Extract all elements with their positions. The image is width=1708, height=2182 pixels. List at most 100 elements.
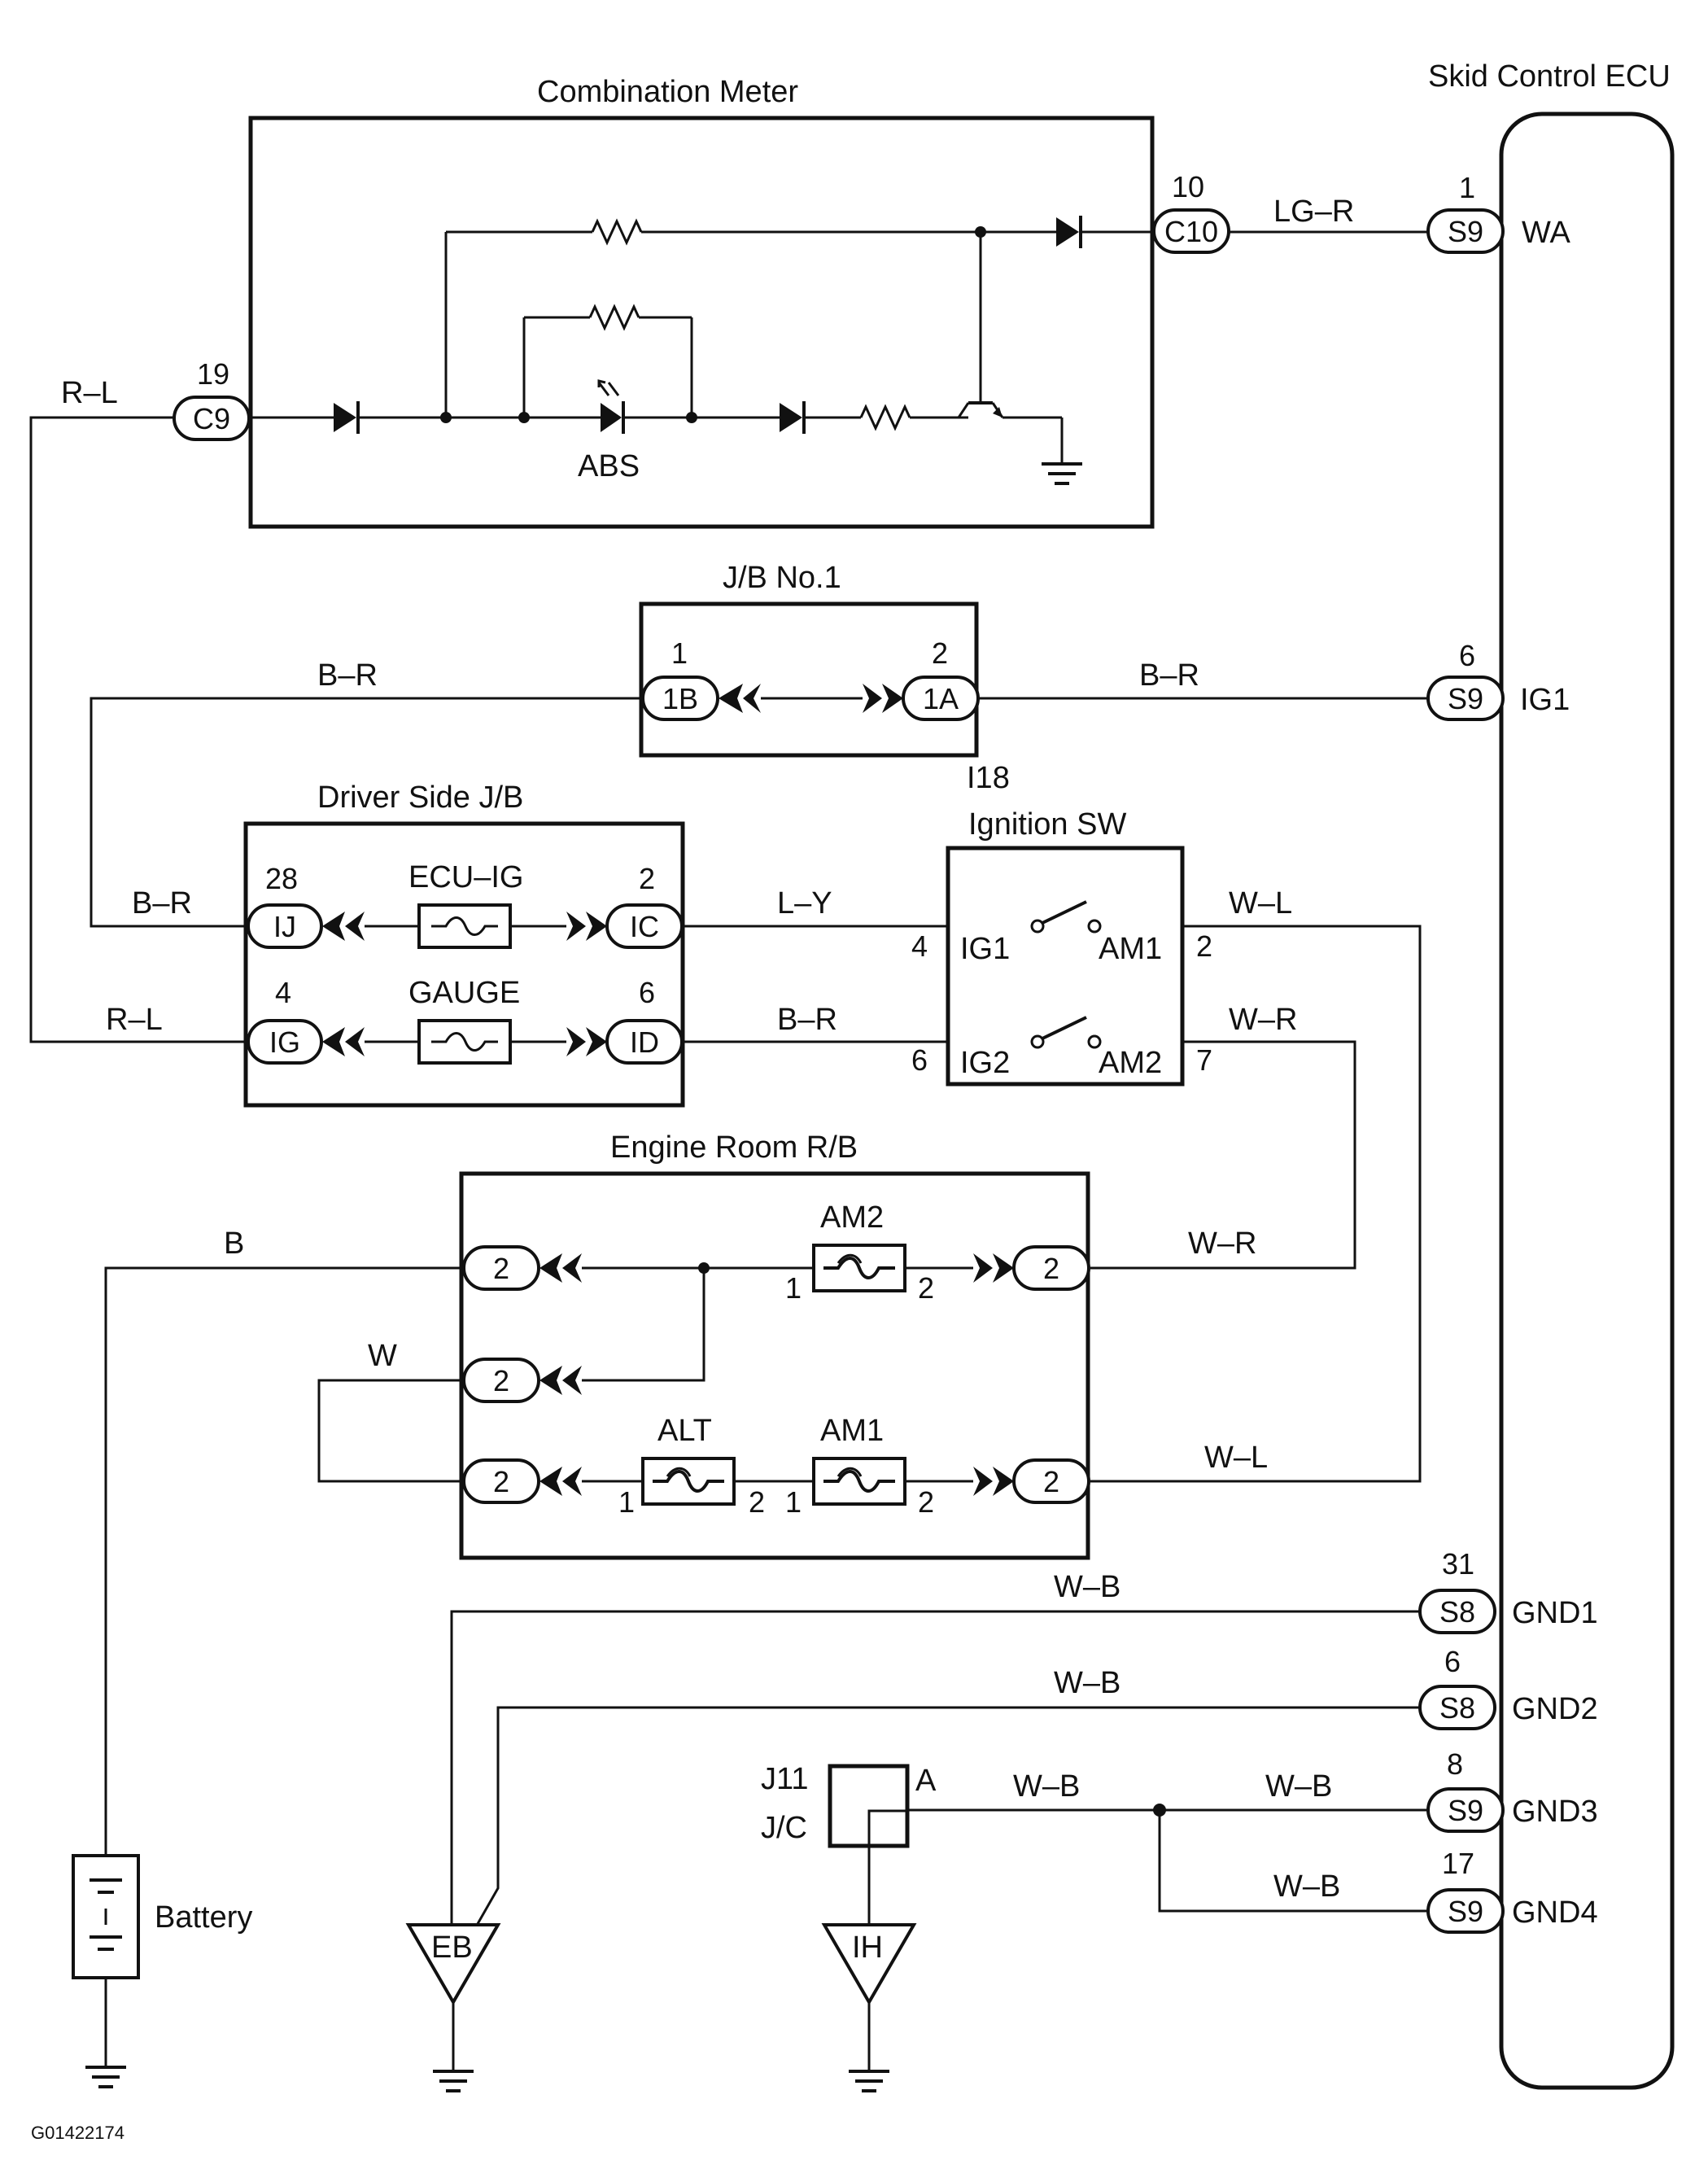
ground-icon [433, 2070, 474, 2092]
plug-icon [586, 912, 607, 941]
ecu-terminal-gnd4: 17 S9 GND4 [1426, 1847, 1598, 1934]
ign-pin-am1: 2 [1196, 929, 1212, 963]
plug-icon [882, 684, 903, 713]
plug-icon [743, 684, 761, 713]
engine-room-rb: Engine Room R/B 2 1 AM2 2 2 2 2 1 ALT [459, 1130, 1090, 1560]
plug-icon [562, 1253, 582, 1283]
fuse-pin: 2 [918, 1485, 934, 1519]
rb-connector-id: 2 [493, 1465, 509, 1498]
ignition-id-label: I18 [967, 761, 1010, 795]
abs-warning-led-icon [601, 403, 622, 432]
combination-meter-box [248, 116, 1155, 529]
engine-room-rb-box [459, 1171, 1090, 1560]
ic-pin: 2 [639, 862, 655, 895]
junction-connector-j11: J11 J/C A [761, 1762, 937, 1925]
plug-icon [973, 1253, 993, 1283]
meter-internal-circuit: ABS [249, 216, 1154, 485]
ground-point-eb: EB [405, 1923, 501, 2092]
jb-no1-box [639, 601, 979, 758]
ground-ih-label: IH [852, 1931, 883, 1965]
ign-ig2-label: IG2 [960, 1046, 1010, 1080]
wire-w-b-gnd2 [464, 1706, 1420, 1946]
plug-icon [562, 1366, 582, 1395]
ground-triangle-icon [821, 1923, 917, 2005]
ecu-terminal-name: GND2 [1512, 1692, 1598, 1726]
engine-room-rb-label: Engine Room R/B [610, 1130, 858, 1165]
fuse-alt-label: ALT [657, 1414, 712, 1448]
connector-ig-id: IG [269, 1025, 300, 1059]
switch-contact-icon [1042, 900, 1087, 925]
ecu-pin-number: 31 [1442, 1547, 1474, 1581]
battery-label: Battery [155, 1900, 252, 1935]
ecu-terminal-gnd2: 6 S8 GND2 [1418, 1645, 1598, 1730]
ign-am2-label: AM2 [1099, 1046, 1162, 1080]
fuse-am1-label: AM1 [820, 1414, 884, 1448]
fuse-pin: 1 [785, 1485, 802, 1519]
rb-connector [1012, 1458, 1090, 1504]
wire-b [104, 1266, 464, 1856]
ignition-switch: Ignition SW 4 IG1 AM1 2 6 IG2 AM2 7 [911, 807, 1212, 1087]
ground-icon [85, 2066, 126, 2088]
wire-w-l-top-label: W–L [1229, 886, 1292, 920]
plug-icon [539, 1253, 562, 1283]
plug-icon [345, 1027, 365, 1056]
ecu-connector-id: S9 [1448, 1794, 1483, 1827]
jb-no1: J/B No.1 1 1B 2 1A [639, 561, 980, 758]
wire-b-r-ij-label: B–R [132, 886, 192, 920]
wire-b-r-jb-label: B–R [317, 658, 378, 693]
connector-ic-id: IC [630, 910, 659, 943]
wire-w-l-rb-label: W–L [1204, 1441, 1268, 1475]
wire-l-y-label: L–Y [777, 886, 832, 920]
plug-icon [562, 1467, 582, 1496]
rb-connector-id: 2 [1043, 1252, 1059, 1285]
wire-w-r-rb-label: W–R [1188, 1227, 1256, 1261]
id-pin: 6 [639, 976, 655, 1009]
connector-ij [247, 903, 323, 949]
plug-icon [566, 1027, 586, 1056]
resistor-icon [591, 218, 643, 246]
ecu-terminal-gnd3: 8 S9 GND3 [1426, 1747, 1598, 1833]
ground-triangle-icon [405, 1923, 501, 2005]
resistor-icon [859, 404, 911, 431]
plug-icon [863, 684, 882, 713]
c9-pin-number: 19 [197, 357, 229, 391]
ig-pin: 4 [275, 976, 291, 1009]
ecu-terminal-name: IG1 [1520, 683, 1570, 717]
ecu-pin-number: 6 [1459, 639, 1475, 672]
diode-icon [1056, 217, 1079, 247]
ign-am1-label: AM1 [1099, 932, 1162, 966]
c9-connector-id: C9 [193, 402, 230, 435]
plug-icon [973, 1467, 993, 1496]
ecu-terminal-name: WA [1522, 216, 1570, 250]
plug-icon [539, 1467, 562, 1496]
c10-pin-number: 10 [1172, 170, 1204, 203]
fuse-ecu-ig-label: ECU–IG [408, 860, 523, 894]
combination-meter: Combination Meter 10 C10 19 C9 [173, 75, 1230, 529]
jc-id-label: J11 [761, 1762, 808, 1796]
jc-label: J/C [761, 1811, 807, 1845]
ecu-pin-number: 1 [1459, 171, 1475, 204]
ecu-terminal-ig1: 6 S9 IG1 [1426, 639, 1570, 721]
ign-pin-am2: 7 [1196, 1043, 1212, 1077]
wire-w-b-gnd3-label: W–B [1265, 1769, 1332, 1804]
wire-r-l-mid-label: R–L [106, 1003, 163, 1037]
driver-jb-label: Driver Side J/B [317, 781, 523, 815]
ecu-pin-number: 6 [1444, 1645, 1461, 1678]
fuse-pin: 2 [749, 1485, 765, 1519]
plug-icon [993, 1253, 1014, 1283]
wire-r-l-top-label: R–L [61, 376, 118, 410]
ecu-connector-id: S9 [1448, 215, 1483, 248]
switch-contact-icon [1042, 1016, 1087, 1040]
wire-lg-r-label: LG–R [1273, 195, 1354, 229]
ign-pin-ig2: 6 [911, 1043, 928, 1077]
jb1-right-pin: 2 [932, 636, 948, 670]
wire-w-b-gnd4 [1158, 1810, 1428, 1913]
connector-ig [247, 1019, 323, 1065]
fuse-pin: 1 [785, 1271, 802, 1305]
rb-connector [1012, 1245, 1090, 1291]
driver-side-jb: Driver Side J/B 28 IJ ECU–IG 2 IC 4 IG G… [243, 781, 685, 1108]
plug-icon [586, 1027, 607, 1056]
plug-icon [993, 1467, 1014, 1496]
ground-icon [1042, 462, 1082, 485]
